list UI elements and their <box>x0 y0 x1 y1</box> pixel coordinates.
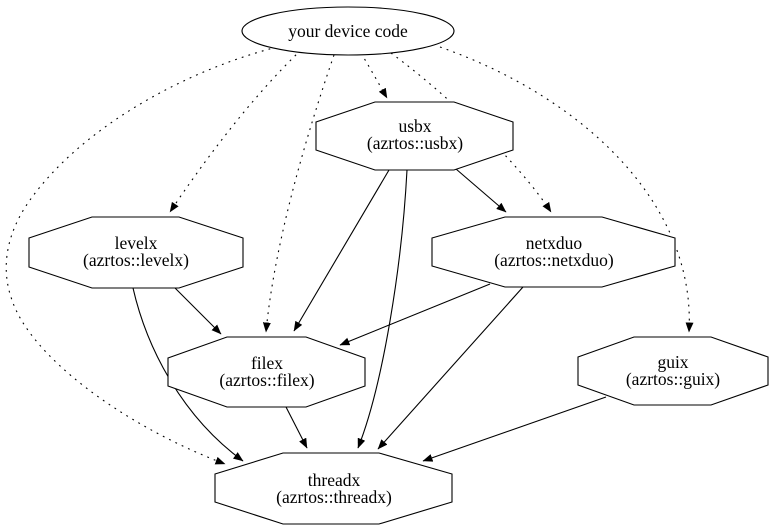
node-device-code: your device code <box>241 6 455 56</box>
edge-usbx-to-netxduo <box>455 168 507 213</box>
threadx-sublabel: (azrtos::threadx) <box>276 487 392 507</box>
usbx-octagon <box>315 101 514 171</box>
filex-sublabel: (azrtos::filex) <box>219 370 314 390</box>
usbx-sublabel: (azrtos::usbx) <box>367 133 463 153</box>
edge-netxduo-to-filex <box>339 283 491 346</box>
guix-label: guix <box>657 352 688 372</box>
device-code-ellipse <box>241 6 455 56</box>
node-layer: your device code usbx (azrtos::usbx) lev… <box>28 6 769 525</box>
threadx-octagon <box>214 452 453 525</box>
node-threadx: threadx (azrtos::threadx) <box>214 452 453 525</box>
edge-device-code-to-levelx <box>169 49 302 213</box>
edge-guix-to-threadx <box>422 396 607 462</box>
edge-device-code-to-usbx <box>360 52 388 99</box>
node-netxduo: netxduo (azrtos::netxduo) <box>431 216 676 288</box>
guix-sublabel: (azrtos::guix) <box>626 369 720 389</box>
edge-levelx-to-filex <box>174 287 222 335</box>
filex-label: filex <box>251 353 283 373</box>
netxduo-label: netxduo <box>526 233 583 253</box>
edge-filex-to-threadx <box>285 406 308 449</box>
levelx-octagon <box>28 216 244 289</box>
netxduo-sublabel: (azrtos::netxduo) <box>494 250 614 270</box>
levelx-label: levelx <box>115 233 158 253</box>
edge-usbx-to-threadx <box>357 169 408 449</box>
levelx-sublabel: (azrtos::levelx) <box>83 250 189 270</box>
filex-octagon <box>167 336 366 408</box>
threadx-label: threadx <box>308 470 361 490</box>
edge-device-code-to-filex <box>262 54 335 333</box>
guix-octagon <box>577 336 769 406</box>
edge-netxduo-to-threadx <box>377 286 524 450</box>
netxduo-octagon <box>431 216 676 288</box>
node-levelx: levelx (azrtos::levelx) <box>28 216 244 289</box>
node-filex: filex (azrtos::filex) <box>167 336 366 408</box>
edge-usbx-to-filex <box>293 169 390 332</box>
device-code-label: your device code <box>288 21 408 41</box>
node-guix: guix (azrtos::guix) <box>577 336 769 406</box>
node-usbx: usbx (azrtos::usbx) <box>315 101 514 171</box>
usbx-label: usbx <box>398 116 431 136</box>
edge-device-code-to-threadx <box>5 46 278 465</box>
